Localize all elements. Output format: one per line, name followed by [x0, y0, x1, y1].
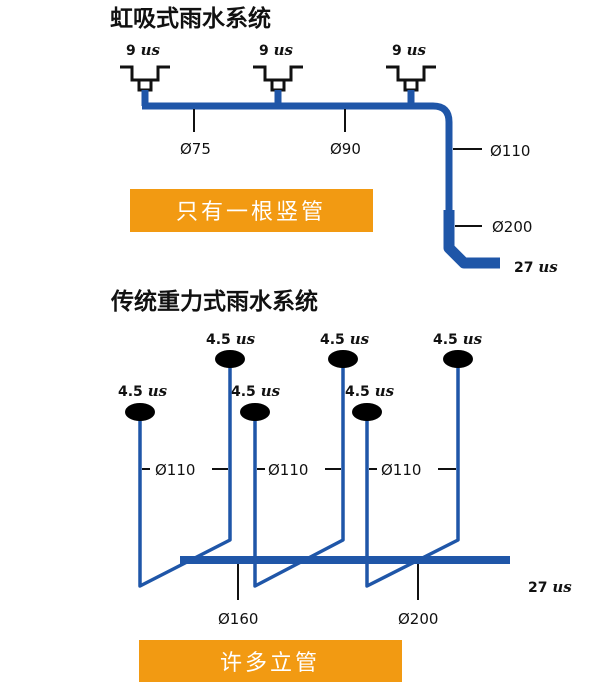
gravity-drain-1 — [215, 350, 245, 368]
gravity-drain-3 — [443, 350, 473, 368]
siphon-pipe-label-110: Ø110 — [490, 142, 530, 160]
gravity-inlet-flow-2: 4.5 us — [320, 330, 370, 348]
gravity-branch-label-2: Ø110 — [268, 461, 308, 479]
gravity-dimension-ticks — [142, 468, 456, 600]
gravity-main-label-160: Ø160 — [218, 610, 258, 628]
gravity-roof-drains — [125, 350, 473, 421]
siphon-drain-2 — [253, 65, 303, 82]
siphon-pipe-label-200: Ø200 — [492, 218, 532, 236]
gravity-inlet-flow-5: 4.5 us — [231, 382, 281, 400]
gravity-banner — [139, 640, 402, 682]
siphon-riser-lower — [443, 210, 500, 269]
gravity-drain-4 — [125, 403, 155, 421]
siphon-drain-1 — [120, 65, 170, 82]
gravity-drain-6 — [352, 403, 382, 421]
gravity-drain-2 — [328, 350, 358, 368]
siphon-outlet-flow: 27 us — [514, 258, 558, 276]
siphon-banner — [130, 189, 373, 232]
gravity-inlet-flow-3: 4.5 us — [433, 330, 483, 348]
gravity-main-label-200: Ø200 — [398, 610, 438, 628]
gravity-title: 传统重力式雨水系统 — [110, 288, 318, 315]
gravity-inlet-flow-6: 4.5 us — [345, 382, 395, 400]
gravity-branch-label-1: Ø110 — [155, 461, 195, 479]
gravity-inlet-flow-4: 4.5 us — [118, 382, 168, 400]
siphon-inlet-flow-2: 9 us — [259, 41, 294, 59]
gravity-outlet-flow: 27 us — [528, 578, 572, 596]
siphon-roof-drains — [120, 65, 436, 92]
siphon-drain-3 — [386, 65, 436, 82]
siphon-banner-text: 只有一根竖管 — [176, 200, 326, 225]
gravity-branch-label-3: Ø110 — [381, 461, 421, 479]
siphon-pipe-label-75: Ø75 — [180, 140, 211, 158]
siphon-title: 虹吸式雨水系统 — [110, 5, 271, 32]
siphon-pipe-label-90: Ø90 — [330, 140, 361, 158]
siphon-pipework — [141, 90, 453, 212]
gravity-banner-text: 许多立管 — [220, 651, 320, 676]
siphon-inlet-flow-1: 9 us — [126, 41, 161, 59]
siphon-inlet-flow-3: 9 us — [392, 41, 427, 59]
siphon-dimension-ticks — [193, 109, 482, 227]
gravity-inlet-flow-1: 4.5 us — [206, 330, 256, 348]
gravity-drain-5 — [240, 403, 270, 421]
